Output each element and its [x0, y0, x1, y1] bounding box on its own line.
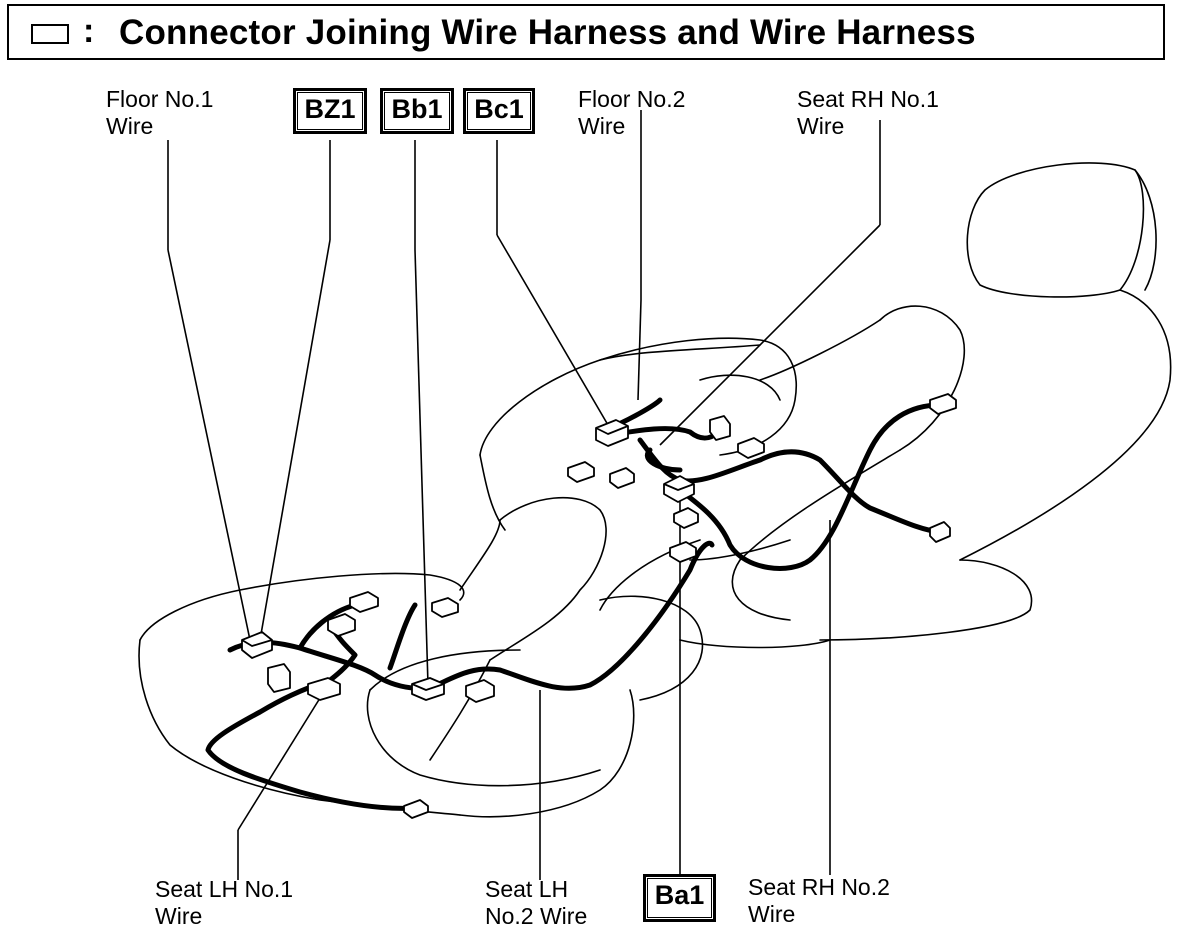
- connector-block: [403, 799, 429, 819]
- connector-block: [669, 541, 697, 563]
- connector-block: [465, 679, 495, 703]
- connector-block: [267, 663, 291, 693]
- connector-ba1-block: [663, 475, 695, 503]
- connector-block: [609, 467, 635, 489]
- connector-block: [327, 613, 356, 637]
- seat-lh-no1-wire-label: Seat LH No.1 Wire: [155, 876, 294, 929]
- connectors: [241, 393, 957, 819]
- connector-block: [567, 461, 595, 483]
- connector-block: [431, 597, 459, 618]
- connector-block: [709, 415, 731, 441]
- connector-legend-symbol: [31, 24, 69, 44]
- connector-block: [349, 591, 379, 613]
- connector-bc1-block: [595, 419, 629, 447]
- connector-bb1-block: [411, 677, 445, 701]
- leader-lines: [167, 110, 881, 880]
- seat-rh-no2-wire-label: Seat RH No.2 Wire: [748, 874, 890, 927]
- title-colon: :: [83, 12, 95, 50]
- floor-no1-wire-label: Floor No.1 Wire: [106, 86, 214, 139]
- connector-code-bb1: Bb1: [380, 88, 454, 134]
- connector-block: [307, 677, 341, 701]
- connector-block: [737, 437, 765, 459]
- page-title: Connector Joining Wire Harness and Wire …: [119, 13, 976, 52]
- connector-block: [929, 521, 951, 543]
- connector-bz1-block: [241, 631, 273, 659]
- seat-outline: [138, 162, 1172, 818]
- connector-code-ba1: Ba1: [643, 874, 716, 922]
- connector-code-bc1: Bc1: [463, 88, 535, 134]
- seat-lh-no2-wire-label: Seat LH No.2 Wire: [485, 876, 588, 929]
- connector-block: [929, 393, 957, 415]
- seat-rh-no1-wire-label: Seat RH No.1 Wire: [797, 86, 939, 139]
- floor-no2-wire-label: Floor No.2 Wire: [578, 86, 686, 139]
- connector-block: [673, 507, 699, 529]
- connector-code-bz1: BZ1: [293, 88, 367, 134]
- title-bar: : Connector Joining Wire Harness and Wir…: [7, 4, 1165, 60]
